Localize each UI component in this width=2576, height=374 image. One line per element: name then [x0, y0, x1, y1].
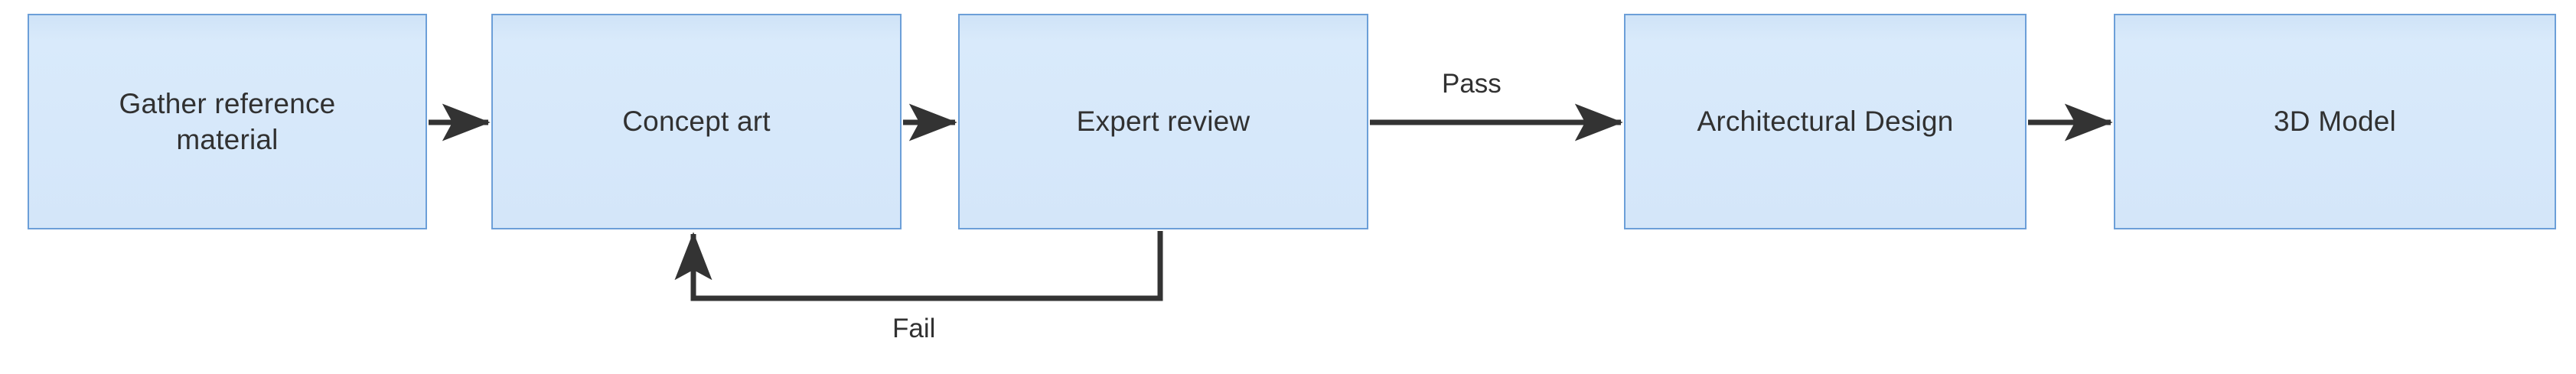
- edge-label-pass: Pass: [1442, 69, 1502, 99]
- node-label-expert-review: Expert review: [1076, 106, 1251, 138]
- node-label-gather-reference-material: Gather reference material: [119, 87, 336, 155]
- edge-review-to-concept: [674, 231, 1163, 301]
- node-label-concept-art: Concept art: [622, 106, 771, 138]
- edge-label-fail: Fail: [892, 314, 936, 343]
- node-expert-review[interactable]: Expert review: [958, 14, 1368, 229]
- node-label-architectural-design: Architectural Design: [1697, 106, 1954, 138]
- node-concept-art[interactable]: Concept art: [491, 14, 902, 229]
- node-3d-model[interactable]: 3D Model: [2114, 14, 2556, 229]
- node-label-3d-model: 3D Model: [2274, 106, 2396, 138]
- node-architectural-design[interactable]: Architectural Design: [1624, 14, 2027, 229]
- node-gather-reference-material[interactable]: Gather reference material: [28, 14, 427, 229]
